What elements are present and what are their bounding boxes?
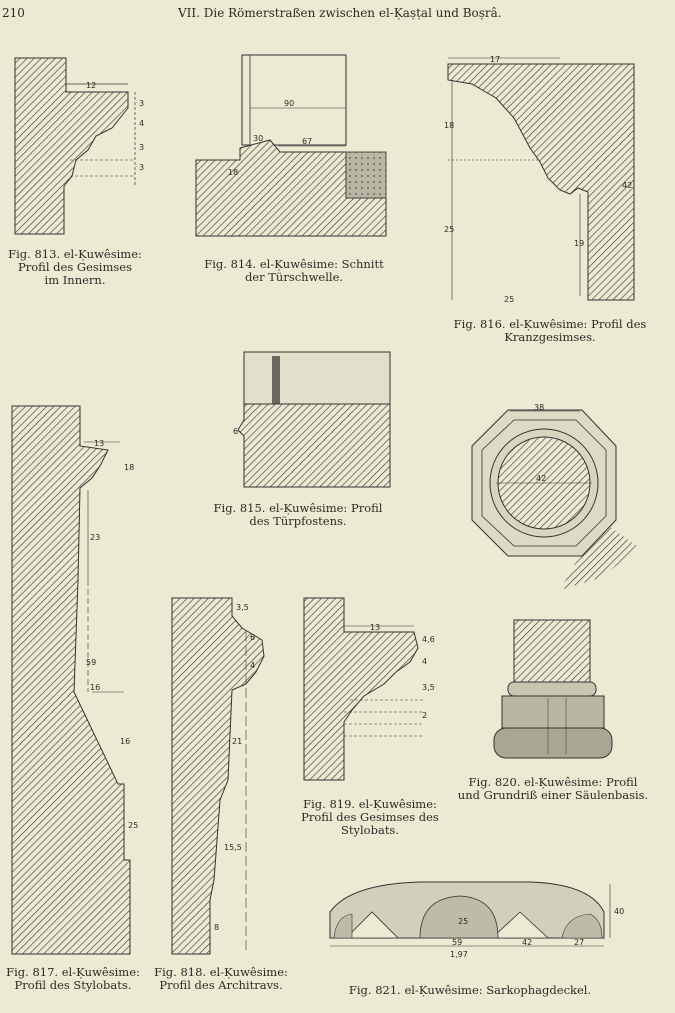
fig-820-elevation-drawing [493, 619, 613, 759]
fig-821-dim-height: 40 [614, 907, 624, 916]
fig-818-dim-c: 4 [250, 661, 255, 670]
fig-814-caption-line: Fig. 814. el-Ḳuwêsime: Schnitt [204, 257, 384, 271]
fig-817-caption-line: Profil des Stylobats. [14, 978, 132, 992]
fig-814-dim-c: 67 [302, 137, 312, 146]
fig-818-dim-f: 8 [214, 923, 219, 932]
fig-818-dim-d: 21 [232, 737, 242, 746]
fig-813-drawing: 12 3 4 3 3 [14, 57, 144, 235]
fig-813-caption-line: Fig. 813. el-Ḳuwêsime: [8, 247, 142, 261]
fig-820-dim-diam: 42 [536, 474, 546, 483]
fig-817-caption: Fig. 817. el-Ḳuwêsime: Profil des Stylob… [0, 966, 146, 992]
fig-816-dim-left: 25 [444, 225, 454, 234]
fig-818-dim-a: 3,5 [236, 603, 249, 612]
fig-814-dim-a: 90 [284, 99, 294, 108]
fig-813-dim-d4: 3 [139, 163, 144, 172]
fig-819-dim-d: 3,5 [422, 683, 435, 692]
fig-813-dim-d2: 4 [139, 119, 144, 128]
fig-819-caption-line: Stylobats. [341, 823, 399, 837]
fig-818-caption-line: Profil des Architravs. [159, 978, 283, 992]
fig-816-caption-line: Kranzgesimses. [504, 330, 596, 344]
running-title: VII. Die Römerstraßen zwischen el-Ḳaṣṭal… [178, 6, 502, 20]
fig-821-caption: Fig. 821. el-Ḳuwêsime: Sarkophagdeckel. [320, 984, 620, 997]
fig-814-caption-line: der Türschwelle. [244, 270, 344, 284]
fig-818-caption-line: Fig. 818. el-Ḳuwêsime: [154, 965, 288, 979]
fig-820-dim-top: 38 [534, 403, 544, 412]
fig-813-caption-line: Profil des Gesimses [18, 260, 132, 274]
fig-821-drawing: 25 59 42 27 1,97 40 [329, 881, 624, 959]
fig-817-dim-d: 59 [86, 658, 96, 667]
fig-817-caption-line: Fig. 817. el-Ḳuwêsime: [6, 965, 140, 979]
fig-819-dim-a: 13 [370, 623, 380, 632]
fig-814-caption: Fig. 814. el-Ḳuwêsime: Schnitt der Türsc… [196, 258, 392, 284]
fig-821-dim-c: 27 [574, 938, 584, 947]
fig-818-dim-b: 6 [250, 633, 255, 642]
fig-818-dim-e: 15,5 [224, 843, 242, 852]
fig-813-dim-top: 12 [86, 81, 96, 90]
fig-813-dim-d3: 3 [139, 143, 144, 152]
fig-820-plan-drawing: 38 42 [471, 403, 640, 590]
fig-814-dim-b: 30 [253, 134, 263, 143]
fig-820-caption: Fig. 820. el-Ḳuwêsime: Profil und Grundr… [448, 776, 658, 802]
fig-819-caption: Fig. 819. el-Ḳuwêsime: Profil des Gesims… [294, 798, 446, 837]
fig-816-caption: Fig. 816. el-Ḳuwêsime: Profil des Kranzg… [430, 318, 670, 344]
page-number: 210 [2, 6, 25, 20]
fig-821-caption-line: Fig. 821. el-Ḳuwêsime: Sarkophagdeckel. [348, 983, 592, 997]
fig-814-drawing: 90 30 67 18 [195, 54, 387, 237]
fig-816-caption-line: Fig. 816. el-Ḳuwêsime: Profil des [453, 317, 647, 331]
fig-817-dim-a: 13 [94, 439, 104, 448]
fig-816-dim-right: 42 [622, 181, 632, 190]
fig-817-dim-e: 16 [90, 683, 100, 692]
fig-819-drawing: 13 4,6 4 3,5 2 [303, 597, 435, 781]
fig-819-dim-c: 4 [422, 657, 427, 666]
fig-816-drawing: 17 18 42 25 19 25 [444, 55, 635, 304]
fig-813-caption: Fig. 813. el-Ḳuwêsime: Profil des Gesims… [0, 248, 150, 287]
fig-819-caption-line: Fig. 819. el-Ḳuwêsime: [303, 797, 437, 811]
fig-819-dim-e: 2 [422, 711, 427, 720]
fig-818-caption: Fig. 818. el-Ḳuwêsime: Profil des Archit… [150, 966, 292, 992]
fig-816-dim-inner: 19 [574, 239, 584, 248]
fig-820-caption-line: Fig. 820. el-Ḳuwêsime: Profil [468, 775, 638, 789]
fig-815-caption-line: Fig. 815. el-Ḳuwêsime: Profil [213, 501, 383, 515]
fig-818-drawing: 3,5 6 4 21 15,5 8 [171, 597, 265, 955]
fig-816-dim-bottom: 25 [504, 295, 514, 304]
fig-816-dim-upper: 18 [444, 121, 454, 130]
fig-815-dim-a: 6 [233, 427, 238, 436]
fig-815-drawing: 6 [233, 351, 391, 488]
fig-817-drawing: 13 18 23 59 16 16 25 [11, 405, 138, 955]
fig-821-dim-b: 42 [522, 938, 532, 947]
fig-816-dim-top: 17 [490, 55, 500, 64]
fig-817-dim-b: 18 [124, 463, 134, 472]
fig-815-caption-line: des Türpfostens. [249, 514, 347, 528]
fig-814-dim-d: 18 [228, 168, 238, 177]
fig-819-dim-b: 4,6 [422, 635, 435, 644]
fig-813-dim-d1: 3 [139, 99, 144, 108]
fig-821-dim-h: 25 [458, 917, 468, 926]
fig-815-caption: Fig. 815. el-Ḳuwêsime: Profil des Türpfo… [200, 502, 396, 528]
fig-819-caption-line: Profil des Gesimses des [301, 810, 439, 824]
fig-820-caption-line: und Grundriß einer Säulenbasis. [457, 788, 649, 802]
fig-817-dim-c: 23 [90, 533, 100, 542]
fig-821-dim-a: 59 [452, 938, 462, 947]
fig-813-caption-line: im Innern. [44, 273, 106, 287]
fig-817-dim-f: 16 [120, 737, 130, 746]
fig-817-dim-g: 25 [128, 821, 138, 830]
fig-821-dim-total: 1,97 [450, 950, 468, 959]
